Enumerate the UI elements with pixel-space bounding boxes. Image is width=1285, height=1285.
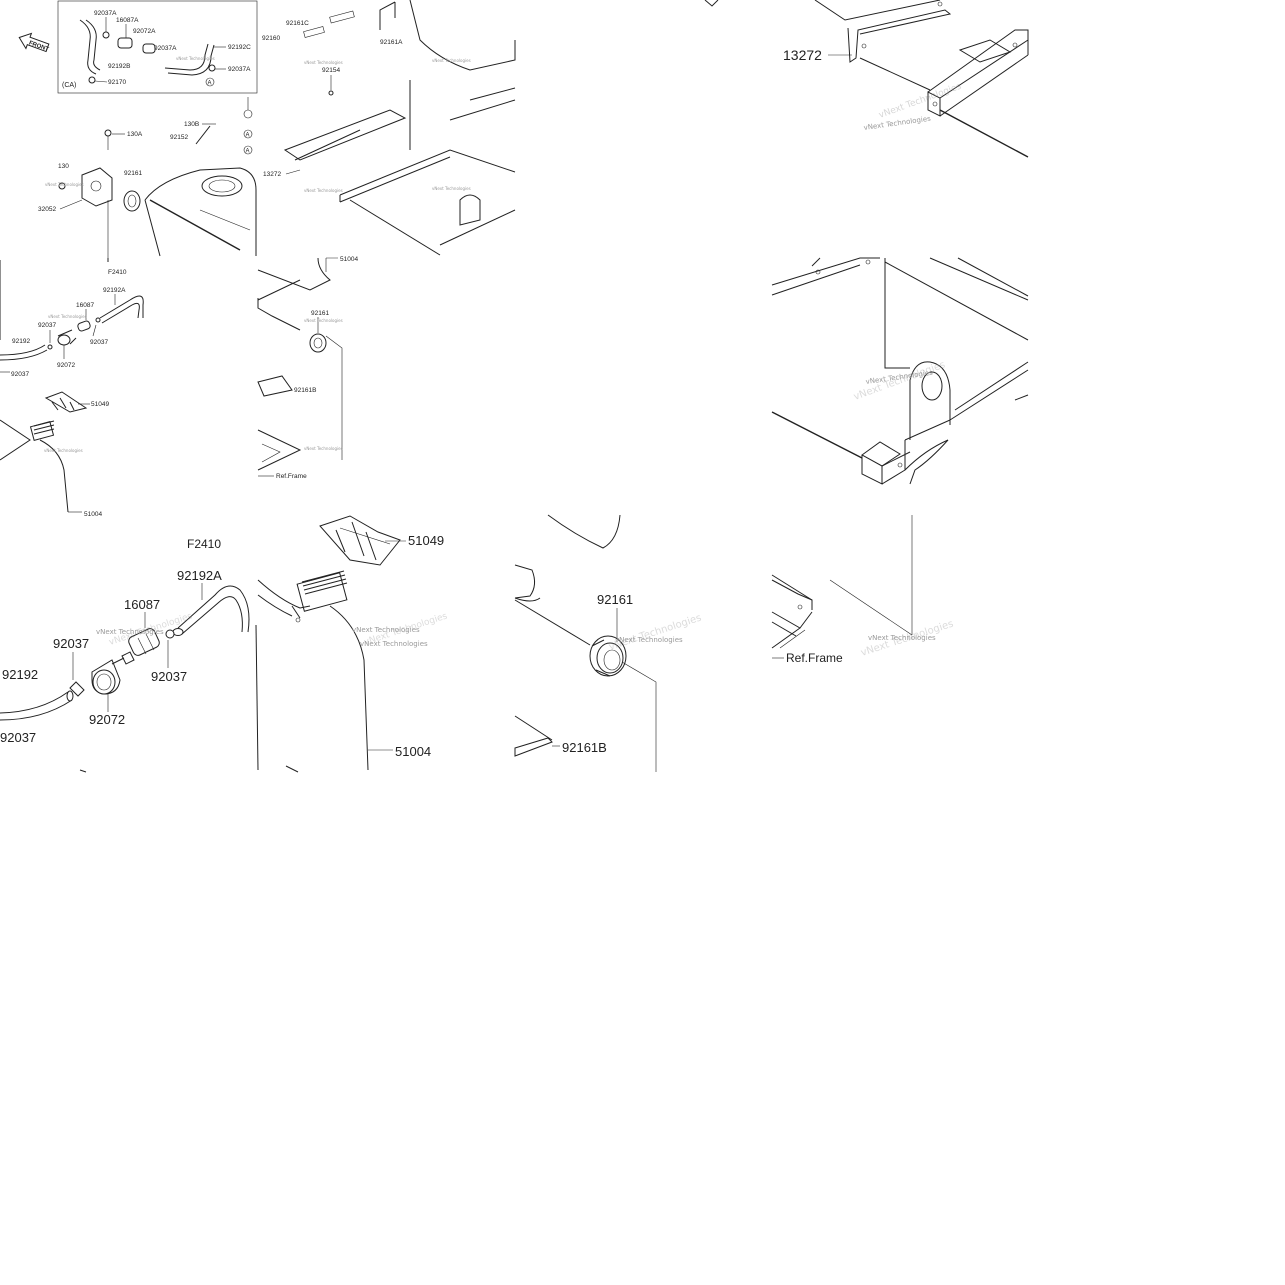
tile-frame-mid: vNext Technologies vNext Technologies	[771, 257, 1029, 485]
tile1-label-4: 92192C	[228, 44, 251, 51]
svg-text:vNext Technologies: vNext Technologies	[48, 314, 87, 319]
tile4-label-7: 51049	[91, 401, 109, 408]
tile4-label-6: 92037	[11, 371, 29, 378]
svg-text:vNext Technologies: vNext Technologies	[432, 58, 471, 63]
svg-text:vNext Technologies: vNext Technologies	[304, 60, 343, 65]
inset-box-ca	[57, 0, 258, 94]
tile1-label-11: 130	[58, 163, 69, 170]
tile4-label-12: Ref.Frame	[276, 473, 307, 480]
svg-text:vNext Technologies: vNext Technologies	[45, 182, 84, 187]
svg-text:vNext Technologies: vNext Technologies	[360, 640, 428, 648]
tile-ref-frame-zoom: Ref.Frame vNext Technologies vNext Techn…	[771, 515, 955, 665]
tile1-label-2: 92072A	[133, 28, 156, 35]
tile4-label-3: 92037	[38, 322, 56, 329]
tile-grommet-zoom: 92161 92161B vNext Technologies vNext Te…	[514, 514, 703, 772]
tile1-label-8: 130A	[127, 131, 143, 138]
svg-text:vNext Technologies: vNext Technologies	[304, 446, 343, 451]
svg-text:vNext Technologies: vNext Technologies	[96, 628, 164, 636]
tile4-label-9: 51004	[340, 256, 358, 263]
tile7-label-0: F2410	[187, 537, 221, 551]
svg-text:vNext Technologies: vNext Technologies	[352, 626, 420, 634]
tile7-label-7: 92037	[0, 730, 36, 745]
tile4-label-8: 51004	[84, 511, 102, 518]
tile1-label-19: 92161A	[380, 39, 403, 46]
tile4-label-0: 92192A	[103, 287, 126, 294]
tile7-label-4: 92192	[2, 667, 38, 682]
tile1-label-16: 92160	[262, 35, 280, 42]
front-arrow-icon: FRONT	[18, 32, 50, 53]
tile1-label-17: 92154	[322, 67, 340, 74]
tile-hoses-mid: F2410 92192A 16087 92192 92037 92037 920…	[0, 256, 358, 518]
tile1-label-13: 32052	[38, 206, 56, 213]
svg-text:vNext Technologies: vNext Technologies	[868, 634, 936, 642]
tile7-label-3: 92037	[53, 636, 89, 651]
tile4-label-4: 92037	[90, 339, 108, 346]
tile7-label-1: 92192A	[177, 568, 222, 583]
tile1-label-10: 92152	[170, 134, 188, 141]
tile4-label-10: 92161	[311, 310, 329, 317]
tile7-label-2: 16087	[124, 597, 160, 612]
svg-text:vNext Technologies: vNext Technologies	[863, 115, 931, 132]
svg-text:vNext Technologies: vNext Technologies	[608, 613, 703, 653]
tile-hoses-zoom: F2410 92192A 16087 92037 92192 92037 920…	[0, 515, 449, 773]
tile4-label-11: 92161B	[294, 387, 316, 394]
svg-text:vNext Technologies: vNext Technologies	[615, 636, 683, 644]
tile7-label-6: 92072	[89, 712, 125, 727]
svg-text:vNext Technologies: vNext Technologies	[176, 56, 215, 61]
tile1-label-6: 92037A	[228, 66, 251, 73]
tile1-label-18: 13272	[263, 171, 281, 178]
tile1-label-15: 92161C	[286, 20, 309, 27]
ref-frame-label: Ref.Frame	[786, 651, 843, 665]
tile1-label-7: 92170	[108, 79, 126, 86]
svg-text:vNext Technologies: vNext Technologies	[304, 318, 343, 323]
tile8-label-1: 92161B	[562, 740, 607, 755]
callout-a-2: A	[246, 133, 250, 139]
tile7-label-8: 51049	[408, 533, 444, 548]
tile1-label-0: 92037A	[94, 10, 117, 17]
tile4-label-2: 92192	[12, 338, 30, 345]
tile4-label-5: 92072	[57, 362, 75, 369]
svg-text:vNext Technologies: vNext Technologies	[432, 186, 471, 191]
tile1-label-5: 92192B	[108, 63, 130, 70]
tile1-label-14: F2410	[108, 269, 127, 276]
tile1-label-1: 16087A	[116, 17, 139, 24]
tile1-label-9: 130B	[184, 121, 199, 128]
callout-a-1: A	[208, 81, 212, 87]
tile1-label-3: 92037A	[154, 45, 177, 52]
svg-text:vNext Technologies: vNext Technologies	[44, 448, 83, 453]
tile7-label-5: 92037	[151, 669, 187, 684]
tile7-label-9: 51004	[395, 744, 431, 759]
tile4-label-1: 16087	[76, 302, 94, 309]
svg-text:vNext Technologies: vNext Technologies	[304, 188, 343, 193]
tile1-label-12: 92161	[124, 170, 142, 177]
tile8-label-0: 92161	[597, 592, 633, 607]
callout-a-3: A	[246, 149, 250, 155]
region-code-label: (CA)	[62, 82, 76, 89]
tile2-label: 13272	[783, 47, 822, 63]
tile-overview-top: FRONT A (CA) 92037A 16087A 92072A 92037A…	[18, 0, 516, 276]
tile-frame-corner-top: 13272 vNext Technologies vNext Technolog…	[704, 0, 1029, 158]
